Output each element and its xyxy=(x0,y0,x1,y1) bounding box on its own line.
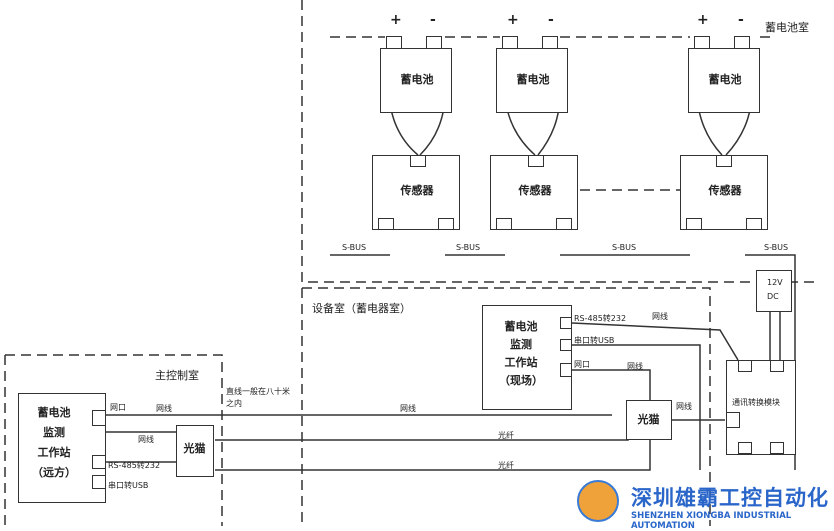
field-monitoring-station: 蓄电池 监测 工作站 （现场） xyxy=(482,305,572,410)
bus-label: S-BUS xyxy=(456,243,481,252)
wire-label-net: 网线 xyxy=(156,404,172,413)
terminal-plus-3: + xyxy=(697,12,709,28)
field-station-line: 工作站 xyxy=(504,356,538,369)
battery-2: 蓄电池 xyxy=(496,48,568,113)
sensor-label: 传感器 xyxy=(518,184,552,197)
power-box-12v-dc: 12V DC xyxy=(756,270,792,312)
remote-port-label: 网口 xyxy=(110,403,126,412)
sensor-port xyxy=(496,218,512,230)
sensor-port xyxy=(410,155,426,167)
sensor-2: 传感器 xyxy=(490,155,578,230)
sensor-3: 传感器 xyxy=(680,155,768,230)
sensor-port xyxy=(528,155,544,167)
control-room-label: 主控制室 xyxy=(155,369,199,382)
power-box-voltage: 12V xyxy=(767,278,783,287)
sensor-label: 传感器 xyxy=(400,184,434,197)
wire-label-net: 网线 xyxy=(652,312,668,321)
watermark-en: SHENZHEN XIONGBA INDUSTRIAL AUTOMATION xyxy=(631,511,792,531)
wire-label-net: 网线 xyxy=(138,435,154,444)
module-port xyxy=(726,412,740,428)
module-port xyxy=(738,442,752,454)
power-box-type: DC xyxy=(767,292,779,301)
wire-label-net: 网线 xyxy=(676,402,692,411)
sensor-port xyxy=(556,218,572,230)
remote-port-label: 串口转USB xyxy=(108,481,149,490)
field-port xyxy=(560,363,572,377)
equipment-room-label: 设备室（蓄电器室） xyxy=(312,302,411,315)
terminal-minus-2: - xyxy=(548,12,554,28)
field-port xyxy=(560,317,572,329)
sensor-label: 传感器 xyxy=(708,184,742,197)
battery-label: 蓄电池 xyxy=(516,73,550,86)
field-port-label: 网口 xyxy=(574,360,590,369)
remote-port-label: RS-485转232 xyxy=(108,461,161,470)
control-room-border xyxy=(4,354,223,526)
wire-label-fiber: 光纤 xyxy=(498,431,514,440)
battery-terminal xyxy=(734,36,750,49)
module-port xyxy=(770,360,784,372)
remote-port xyxy=(92,455,106,469)
field-port xyxy=(560,339,572,351)
watermark-logo: 深圳雄霸工控自动化 SHENZHEN XIONGBA INDUSTRIAL AU… xyxy=(573,476,833,531)
wire-label-net: 网线 xyxy=(400,404,416,413)
remote-station-line: 蓄电池 xyxy=(37,406,71,419)
watermark-cn: 深圳雄霸工控自动化 xyxy=(631,486,829,510)
battery-1: 蓄电池 xyxy=(380,48,452,113)
remote-station-line: （远方） xyxy=(32,466,76,479)
terminal-minus-3: - xyxy=(738,12,744,28)
battery-terminal xyxy=(694,36,710,49)
equipment-room-border xyxy=(301,287,711,526)
wire-label-distance: 直线一般在八十米之内 xyxy=(226,387,290,408)
field-station-line: 蓄电池 xyxy=(504,320,538,333)
wire-label-net: 网线 xyxy=(627,362,643,371)
wire-label-fiber: 光纤 xyxy=(498,461,514,470)
battery-terminal xyxy=(542,36,558,49)
terminal-plus-2: + xyxy=(507,12,519,28)
field-station-line: 监测 xyxy=(510,338,532,351)
optical-modem-control: 光猫 xyxy=(176,425,214,477)
sensor-port xyxy=(746,218,762,230)
sensor-port xyxy=(438,218,454,230)
comm-conversion-module: 通讯转换模块 xyxy=(726,360,796,455)
battery-label: 蓄电池 xyxy=(400,73,434,86)
battery-terminal xyxy=(426,36,442,49)
sensor-port xyxy=(716,155,732,167)
field-station-line: （现场） xyxy=(499,374,543,387)
sensor-port xyxy=(686,218,702,230)
sensor-port xyxy=(378,218,394,230)
battery-terminal xyxy=(502,36,518,49)
bus-label: S-BUS xyxy=(612,243,637,252)
module-port xyxy=(738,360,752,372)
battery-label: 蓄电池 xyxy=(708,73,742,86)
remote-monitoring-station: 蓄电池 监测 工作站 （远方） xyxy=(18,393,106,503)
battery-room-border xyxy=(301,0,820,283)
comm-module-label: 通讯转换模块 xyxy=(732,398,780,407)
optical-label: 光猫 xyxy=(637,413,660,426)
optical-modem-equipment: 光猫 xyxy=(626,400,672,440)
bus-label: S-BUS xyxy=(342,243,367,252)
remote-station-line: 监测 xyxy=(43,426,65,439)
battery-room-label: 蓄电池室 xyxy=(765,21,809,34)
remote-port xyxy=(92,475,106,489)
remote-port xyxy=(92,410,106,426)
field-port-label: 串口转USB xyxy=(574,336,615,345)
remote-station-line: 工作站 xyxy=(37,446,71,459)
battery-3: 蓄电池 xyxy=(688,48,760,113)
battery-terminal xyxy=(386,36,402,49)
field-port-label: RS-485转232 xyxy=(574,314,627,323)
bus-label: S-BUS xyxy=(764,243,789,252)
terminal-plus-1: + xyxy=(390,12,402,28)
optical-label: 光猫 xyxy=(183,442,206,455)
mascot-icon xyxy=(577,480,619,522)
module-port xyxy=(770,442,784,454)
terminal-minus-1: - xyxy=(430,12,436,28)
